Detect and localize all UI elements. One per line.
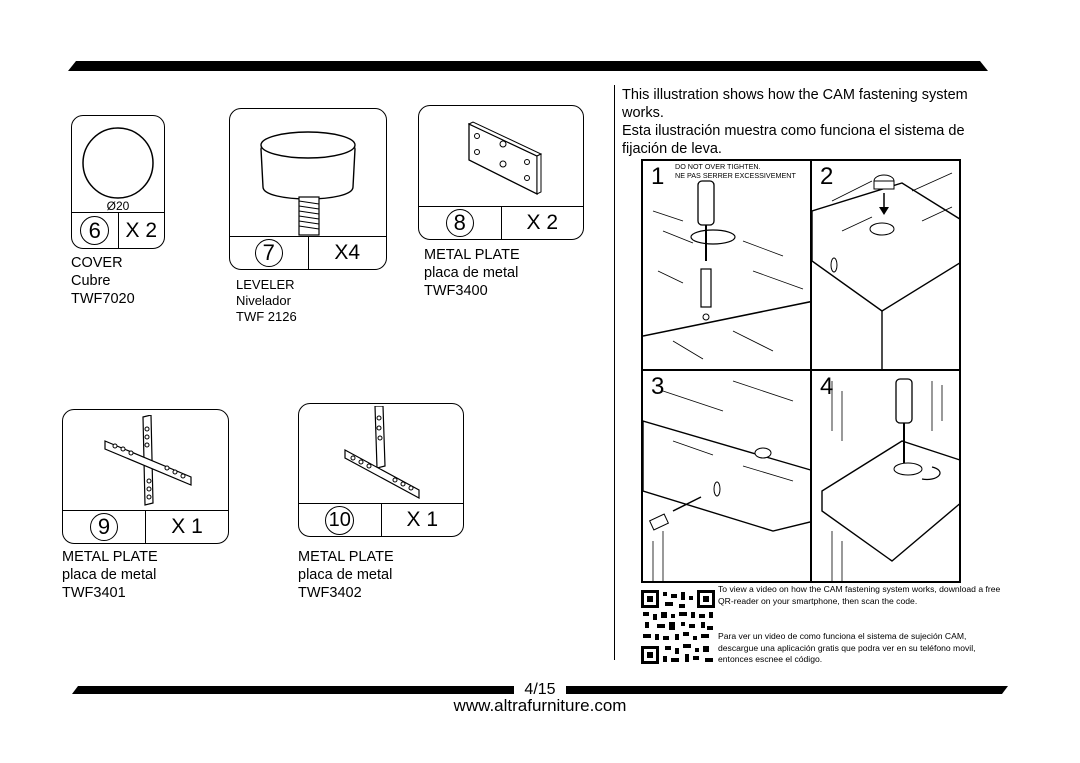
part-10-code: TWF3402: [298, 585, 362, 601]
part-7-label: LEVELER: [236, 277, 295, 292]
part-7-labels: LEVELER Nivelador TWF 2126: [236, 277, 297, 325]
part-10-label-es: placa de metal: [298, 567, 393, 583]
cam-intro-en: This illustration shows how the CAM fast…: [622, 87, 968, 121]
footer-bar-right: [566, 686, 1008, 694]
cam-step-1-number: 1: [651, 163, 665, 190]
cam-bolt-insert-illustration: [643, 380, 810, 581]
page-number: 4/15: [524, 681, 556, 698]
part-9-code: TWF3401: [62, 585, 126, 601]
qr-code-icon[interactable]: [641, 590, 715, 664]
part-10-labels: METAL PLATE placa de metal TWF3402: [298, 548, 394, 602]
part-8-card: 8 X 2: [418, 105, 584, 240]
cam-step-1-note: DO NOT OVER TIGHTEN. NE PAS SERRER EXCES…: [675, 162, 796, 180]
cam-intro: This illustration shows how the CAM fast…: [622, 86, 1002, 158]
top-banner-bar: [68, 61, 988, 71]
footer-bar-left: [72, 686, 514, 694]
part-7-qty: X4: [334, 241, 361, 264]
part-6-code: TWF7020: [71, 291, 135, 307]
cover-disc-icon: [82, 127, 154, 199]
part-10-qty: X 1: [406, 508, 439, 531]
part-8-labels: METAL PLATE placa de metal TWF3400: [424, 246, 520, 300]
part-8-code: TWF3400: [424, 283, 488, 299]
part-7-label-es: Nivelador: [236, 293, 291, 308]
cam-step-1-note-1: DO NOT OVER TIGHTEN.: [675, 162, 761, 171]
part-10-label: METAL PLATE: [298, 549, 394, 565]
part-6-labels: COVER Cubre TWF7020: [71, 254, 135, 308]
part-6-qty: X 2: [125, 218, 158, 242]
part-8-label-es: placa de metal: [424, 265, 519, 281]
part-10-card: 10 X 1: [298, 403, 464, 537]
part-9-qty: X 1: [171, 515, 203, 538]
leveler-icon: [260, 131, 356, 236]
part-7-card: 7 X4: [229, 108, 387, 270]
part-6-card: Ø20 6 X 2: [71, 115, 165, 249]
cam-step-2: 2: [810, 159, 961, 371]
cam-step-4-number: 4: [820, 373, 834, 400]
screwdriver-tighten-illustration: [821, 378, 959, 581]
t-plate-icon: [344, 406, 420, 500]
qr-instructions-es: Para ver un video de como funciona el si…: [718, 631, 976, 664]
cam-step-4: 4: [810, 369, 961, 583]
part-7-number: 7: [254, 239, 283, 267]
part-7-code: TWF 2126: [236, 309, 297, 324]
cross-plate-icon: [104, 415, 192, 506]
part-9-labels: METAL PLATE placa de metal TWF3401: [62, 548, 158, 602]
part-6-dimension: Ø20: [106, 199, 130, 213]
part-6-label: COVER: [71, 255, 123, 271]
cam-step-1-note-2: NE PAS SERRER EXCESSIVEMENT: [675, 171, 796, 180]
cam-step-3: 3: [641, 369, 812, 583]
qr-instructions-en: To view a video on how the CAM fastening…: [718, 584, 1001, 606]
part-6-number: 6: [80, 216, 110, 245]
part-8-number: 8: [445, 209, 474, 237]
cam-step-2-number: 2: [820, 163, 834, 190]
cam-insert-illustration: [812, 172, 959, 369]
part-10-number: 10: [325, 505, 355, 535]
website-url[interactable]: www.altrafurniture.com: [453, 696, 627, 715]
part-9-label: METAL PLATE: [62, 549, 158, 565]
part-8-qty: X 2: [526, 211, 559, 234]
column-divider: [614, 85, 615, 660]
cam-intro-es: Esta ilustración muestra como funciona e…: [622, 123, 965, 157]
part-9-number: 9: [90, 513, 118, 541]
part-9-card: 9 X 1: [62, 409, 229, 544]
screwdriver-loosen-illustration: [643, 180, 810, 369]
part-9-label-es: placa de metal: [62, 567, 157, 583]
cam-step-3-number: 3: [651, 373, 665, 400]
flat-plate-icon: [467, 121, 543, 196]
part-8-label: METAL PLATE: [424, 247, 520, 263]
part-6-label-es: Cubre: [71, 273, 111, 289]
cam-step-1: 1 DO NOT OVER TIGHTEN. NE PAS SERRER EXC…: [641, 159, 812, 371]
